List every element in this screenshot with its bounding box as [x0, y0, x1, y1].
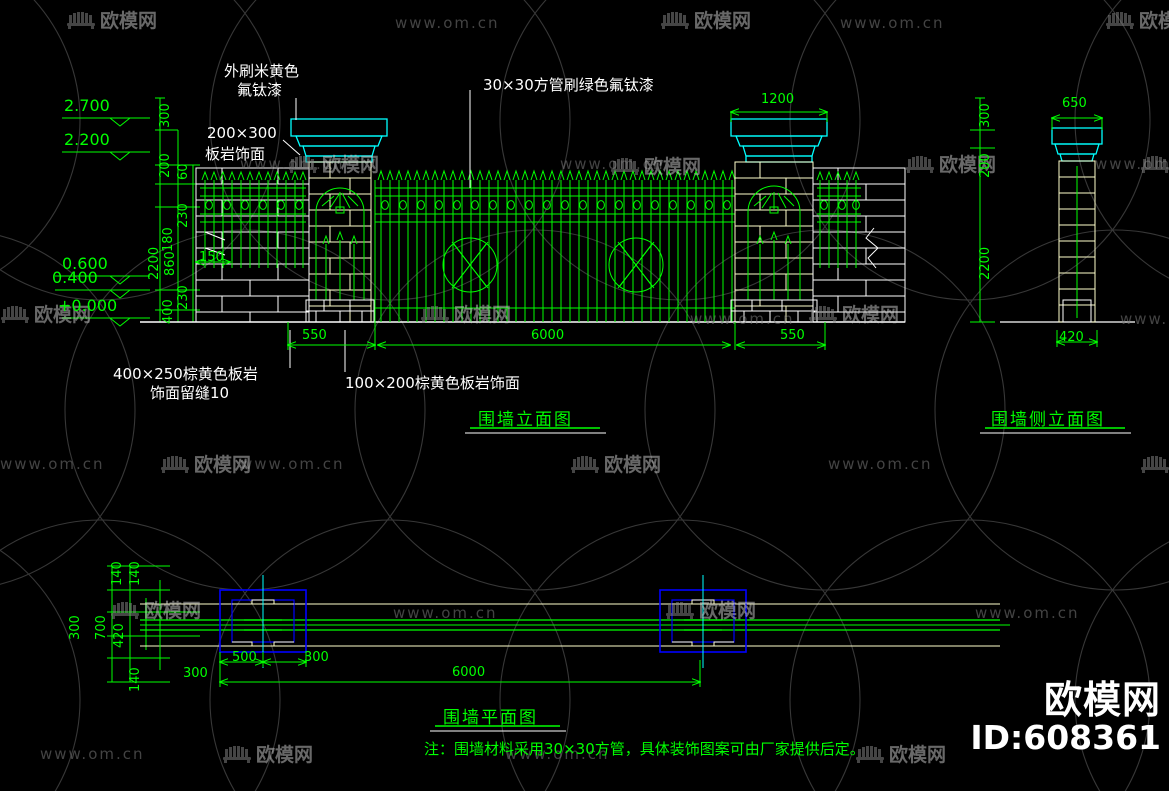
- side-top-width-dimension: [1052, 118, 1102, 130]
- front-elevation-drawing: [55, 90, 906, 434]
- plan-wall-lines: [140, 603, 1010, 647]
- center-fence-panel: [374, 169, 736, 322]
- plan-left-wall-end: [140, 580, 161, 670]
- fence-rosette-right: [608, 237, 664, 293]
- right-pillar-base-stone: [730, 299, 818, 323]
- fence-rosette-left: [442, 237, 498, 293]
- right-pillar: [730, 118, 828, 323]
- plan-view-drawing: [107, 565, 1010, 732]
- plan-vertical-dimension-chain: [107, 565, 200, 683]
- side-elevation-drawing: [970, 97, 1135, 434]
- left-wall-stone-courses: [195, 167, 310, 323]
- side-vertical-dimension-chain: [970, 97, 995, 323]
- front-horizontal-dimension-line: [288, 322, 825, 350]
- break-line-right: [865, 227, 879, 269]
- left-pillar-arch-ornament: [315, 187, 365, 301]
- left-wall-segment: [195, 167, 310, 323]
- right-wall-segment: [812, 167, 906, 323]
- right-wall-railing: [816, 170, 861, 268]
- left-pillar: [290, 118, 388, 323]
- side-pillar-base: [1062, 299, 1092, 323]
- elevation-level-symbols: [55, 117, 150, 327]
- plan-horizontal-dimension-lines: [220, 652, 700, 687]
- plan-pillar-right: [659, 575, 747, 668]
- left-pillar-base-stone: [305, 299, 375, 323]
- left-wall-railing: [200, 170, 307, 268]
- annotation-leaders: [204, 90, 471, 372]
- side-base-width-dimension: [1057, 330, 1097, 347]
- right-wall-stone-courses: [812, 167, 906, 323]
- left-pillar-cap: [290, 118, 388, 163]
- vertical-dimension-chain: [150, 97, 205, 323]
- pillar-width-dimension: [731, 112, 827, 122]
- right-pillar-arch-ornament: [747, 185, 801, 301]
- side-pillar-cap: [1051, 127, 1103, 162]
- right-pillar-cap: [730, 118, 828, 163]
